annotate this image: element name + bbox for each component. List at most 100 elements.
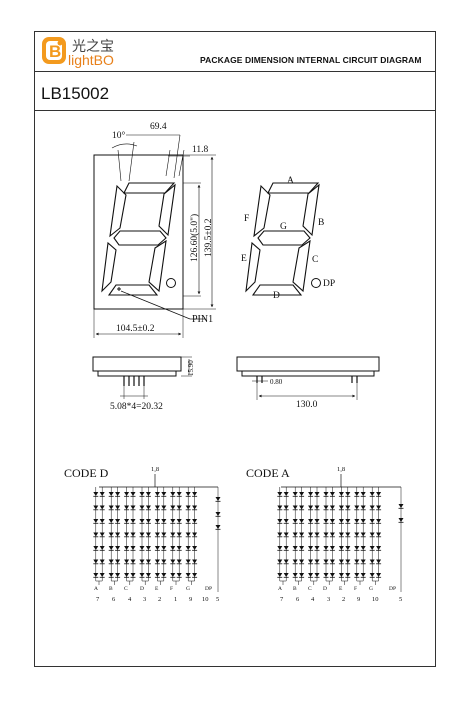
led-diode: [283, 532, 290, 538]
led-diode: [108, 559, 115, 565]
logo-chinese-text: 光之宝: [72, 39, 114, 55]
led-diode: [283, 545, 290, 551]
led-diode: [344, 545, 351, 551]
led-diode: [307, 491, 314, 497]
segment-diagram: A B C D E F G DP: [241, 176, 335, 301]
led-diode: [154, 491, 161, 497]
led-diode: [353, 545, 360, 551]
pin-number: 9: [357, 596, 360, 603]
led-diode: [323, 518, 329, 524]
led-diode: [314, 545, 320, 551]
led-diode: [114, 518, 121, 524]
led-diode: [329, 505, 336, 511]
seg-label-g: G: [280, 222, 287, 232]
header-divider: [34, 71, 436, 72]
led-diode: [176, 572, 183, 578]
led-diode: [292, 545, 299, 551]
pin1-marker: [117, 287, 121, 291]
led-diode: [108, 491, 115, 497]
side-view: 5.08*4=20.32 15.90: [92, 356, 195, 412]
led-diode: [99, 491, 106, 497]
seg-angle-label: 10°: [112, 130, 126, 141]
led-diode: [338, 518, 345, 524]
width-top-dim: 69.4: [150, 122, 167, 132]
led-diode: [369, 559, 376, 565]
led-diode: [338, 491, 345, 497]
seg-label-d: D: [273, 291, 280, 301]
led-diode: [307, 505, 314, 511]
seg-label: C: [308, 586, 312, 592]
front-digit: [101, 182, 176, 296]
led-diode: [185, 491, 192, 497]
led-diode: [191, 505, 198, 511]
led-diode: [108, 545, 115, 551]
led-diode: [99, 559, 106, 565]
led-diode: [298, 532, 305, 538]
pin-number: 4: [311, 596, 315, 603]
led-diode: [139, 518, 145, 524]
led-diode: [169, 559, 176, 565]
led-diode: [353, 491, 360, 497]
led-diode: [329, 518, 336, 524]
svg-text:B: B: [49, 42, 61, 61]
led-diode: [344, 532, 351, 538]
seg-label-e: E: [241, 254, 247, 264]
led-diode: [298, 518, 305, 524]
led-diode: [276, 532, 283, 538]
pin-number: 5: [399, 596, 402, 603]
pin-number: 6: [112, 596, 116, 603]
led-diode: [176, 559, 183, 565]
led-diode: [92, 572, 99, 578]
logo-latin-text: lightBO: [68, 52, 114, 68]
led-diode: [145, 518, 152, 524]
led-diode: [130, 505, 136, 511]
segment-pin-labels: A B C D E F G DP 7 6 4 3 2 1 9 10 5: [94, 586, 219, 603]
led-diode: [139, 532, 145, 538]
pin-number: 4: [128, 596, 132, 603]
led-diode: [276, 505, 283, 511]
led-diode: [130, 491, 136, 497]
led-diode: [139, 491, 145, 497]
led-diode: [369, 505, 376, 511]
led-diode: [276, 491, 283, 497]
led-diode: [307, 518, 314, 524]
led-diode: [329, 572, 336, 578]
led-diode: [99, 505, 106, 511]
led-diode: [145, 572, 152, 578]
led-diode: [154, 505, 161, 511]
led-diode: [353, 518, 360, 524]
led-diode: [283, 491, 290, 497]
header-title: PACKAGE DIMENSION INTERNAL CIRCUIT DIAGR…: [200, 55, 422, 65]
led-diode: [145, 559, 152, 565]
led-diode: [114, 532, 121, 538]
led-diode: [292, 572, 299, 578]
led-diode: [191, 545, 198, 551]
dp-diode: [215, 511, 221, 517]
seg-label: DP: [205, 586, 212, 592]
led-diode: [176, 491, 183, 497]
led-diode: [92, 545, 99, 551]
led-diode: [160, 545, 167, 551]
led-diode: [185, 518, 192, 524]
led-diode: [123, 518, 130, 524]
seg-label: F: [170, 586, 173, 592]
led-diode: [298, 545, 305, 551]
seg-label: B: [293, 586, 297, 592]
pin-number: 1: [174, 596, 177, 603]
led-diode: [114, 491, 121, 497]
led-diode: [123, 491, 130, 497]
title-divider: [34, 110, 436, 111]
led-diode: [283, 559, 290, 565]
led-diode: [369, 491, 376, 497]
led-diode: [139, 559, 145, 565]
led-diode: [369, 545, 376, 551]
led-diode: [323, 491, 329, 497]
led-diode: [375, 491, 382, 497]
led-diode: [307, 572, 314, 578]
led-diode: [185, 505, 192, 511]
seg-label-c: C: [312, 255, 318, 265]
pin-number: 7: [96, 596, 100, 603]
led-diode: [369, 532, 376, 538]
circuit-title: CODE D: [64, 466, 109, 480]
led-diode: [292, 532, 299, 538]
